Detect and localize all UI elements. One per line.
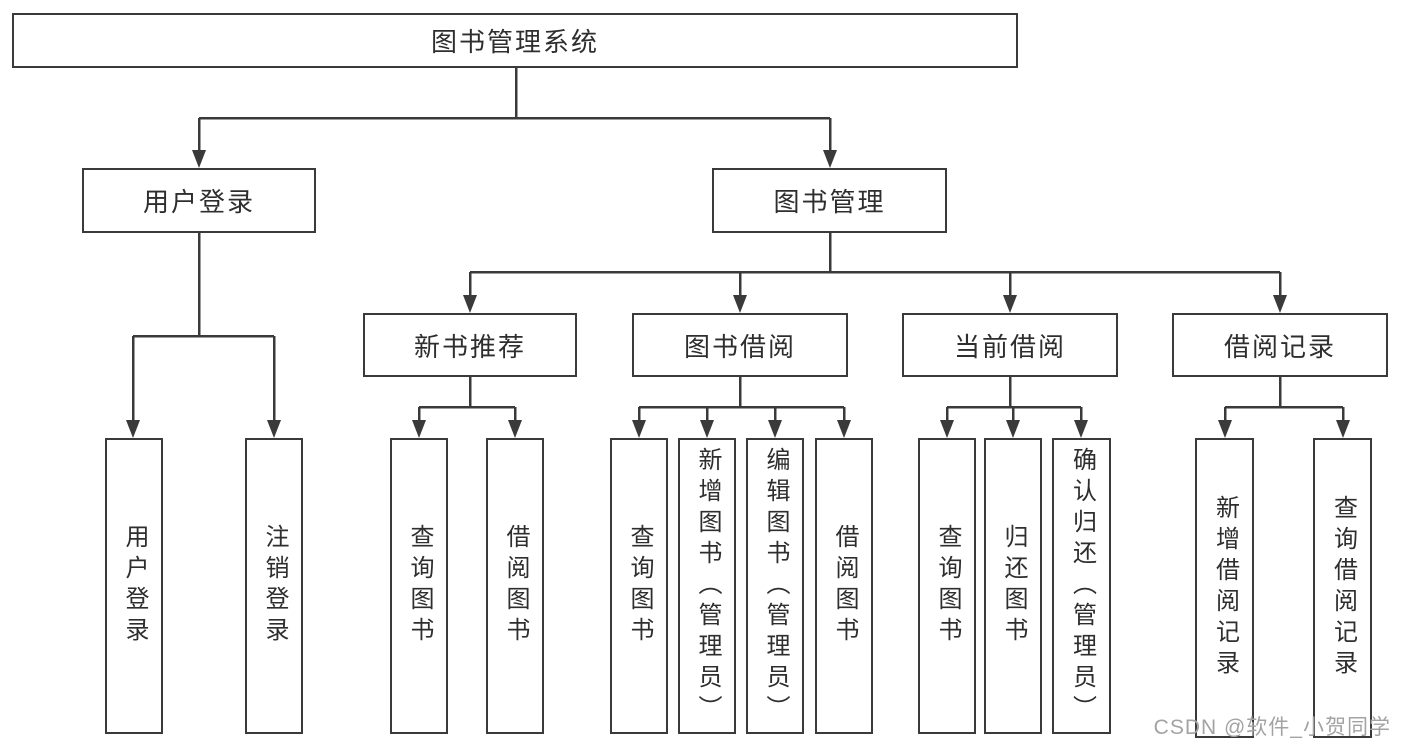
leaf-label: 查询图书: [626, 524, 653, 648]
csdn-watermark: CSDN @软件_小贺同学: [1153, 716, 1391, 739]
leaf-confirm-return-admin: 确认归还（管理员）: [1052, 438, 1111, 734]
leaf-label: 注销登录: [261, 524, 288, 648]
leaf-label: 新增图书（管理员）: [694, 446, 721, 726]
leaf-label: 借阅图书: [831, 524, 858, 648]
leaf-label: 查询图书: [406, 524, 433, 648]
node-book-borrow: 图书借阅: [632, 313, 848, 377]
node-label: 新书推荐: [413, 331, 526, 362]
leaf-add-borrow-record: 新增借阅记录: [1195, 438, 1254, 738]
node-label: 图书借阅: [683, 331, 796, 362]
leaf-logout: 注销登录: [245, 438, 303, 734]
leaf-query-borrow-record: 查询借阅记录: [1313, 438, 1372, 738]
leaf-label: 确认归还（管理员）: [1068, 446, 1096, 726]
leaf-label: 用户登录: [121, 524, 148, 648]
leaf-label: 查询图书: [934, 524, 961, 648]
leaf-edit-books-admin: 编辑图书（管理员）: [746, 438, 804, 734]
node-label: 图书管理系统: [430, 27, 599, 57]
node-user-login: 用户登录: [82, 168, 316, 233]
node-label: 图书管理: [773, 187, 886, 217]
leaf-query-books-borrow: 查询图书: [610, 438, 668, 734]
leaf-borrow-books: 借阅图书: [815, 438, 873, 734]
node-current-borrow: 当前借阅: [902, 313, 1118, 377]
leaf-borrow-books-recommend: 借阅图书: [486, 438, 544, 734]
node-label: 借阅记录: [1223, 331, 1336, 362]
leaf-return-books: 归还图书: [984, 438, 1042, 734]
leaf-label: 归还图书: [1000, 524, 1027, 648]
node-library-management-system: 图书管理系统: [12, 13, 1018, 68]
leaf-user-login: 用户登录: [105, 438, 163, 734]
leaf-label: 新增借阅记录: [1211, 495, 1239, 681]
leaf-query-books-recommend: 查询图书: [390, 438, 448, 734]
leaf-label: 编辑图书（管理员）: [762, 446, 789, 726]
node-book-management: 图书管理: [712, 168, 947, 233]
node-label: 当前借阅: [953, 331, 1066, 362]
node-new-book-recommend: 新书推荐: [363, 313, 577, 377]
leaf-label: 查询借阅记录: [1329, 495, 1357, 681]
leaf-add-books-admin: 新增图书（管理员）: [678, 438, 736, 734]
leaf-label: 借阅图书: [502, 524, 529, 648]
node-label: 用户登录: [142, 187, 255, 217]
node-borrow-records: 借阅记录: [1172, 313, 1388, 377]
leaf-query-books-current: 查询图书: [918, 438, 976, 734]
